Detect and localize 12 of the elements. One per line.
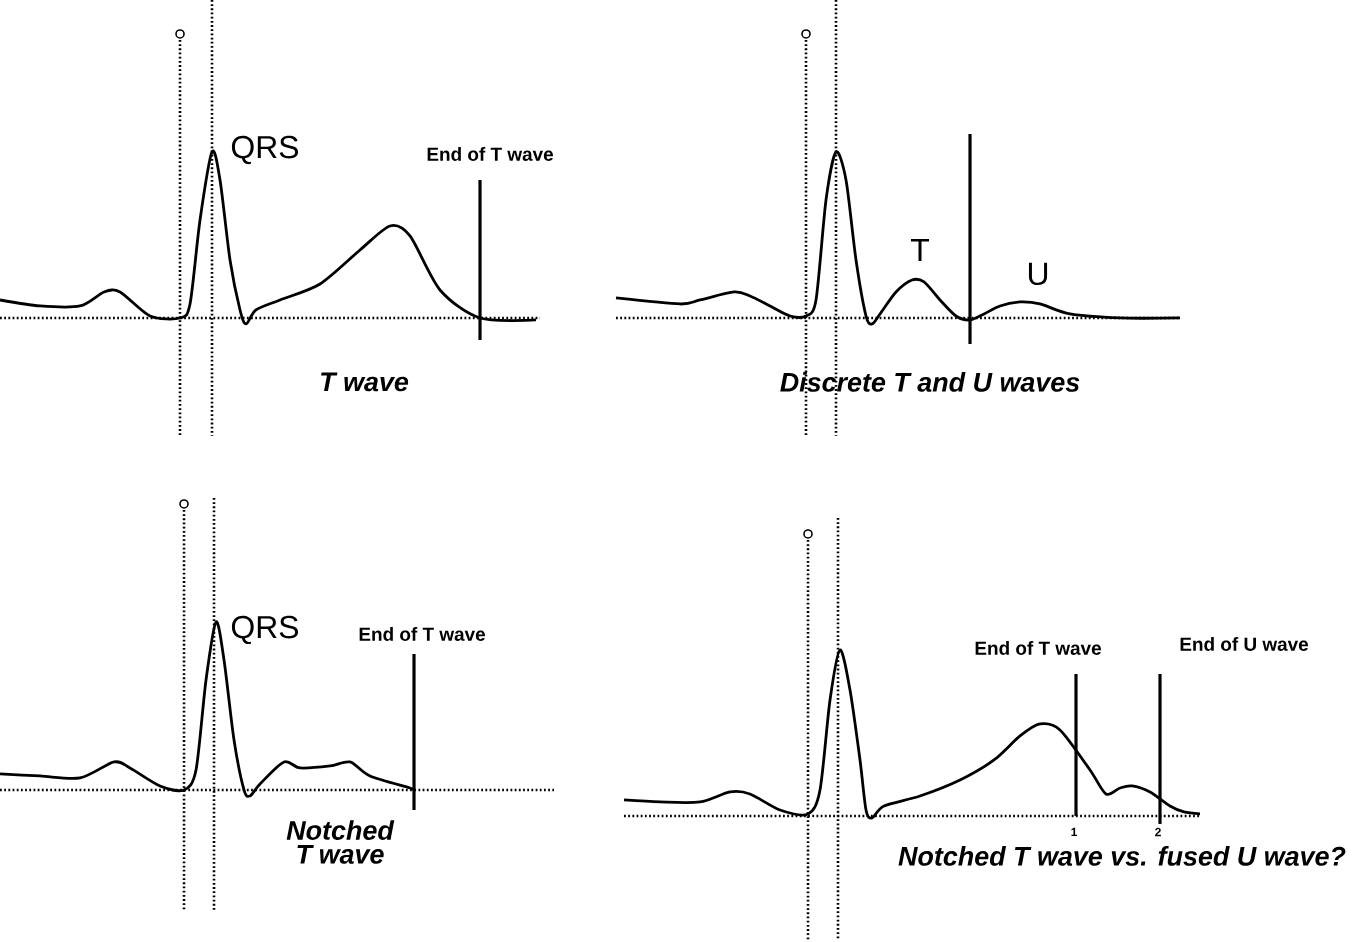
panel-caption: Notched T wave vs. fused U wave? bbox=[898, 846, 1346, 866]
marker-label: End of T wave bbox=[359, 627, 485, 641]
marker-label: End of T wave bbox=[975, 641, 1101, 655]
marker-label: End of T wave bbox=[427, 147, 553, 161]
wave-label: T bbox=[911, 239, 929, 261]
wave-label: QRS bbox=[231, 135, 299, 165]
wave-label: U bbox=[1028, 262, 1048, 286]
panel-caption: Notched T wave bbox=[286, 820, 395, 864]
panel-caption: Discrete T and U waves bbox=[780, 372, 1080, 392]
wave-label: QRS bbox=[231, 615, 299, 645]
panel-caption: T wave bbox=[321, 372, 409, 392]
marker-label: End of U wave bbox=[1180, 637, 1309, 651]
